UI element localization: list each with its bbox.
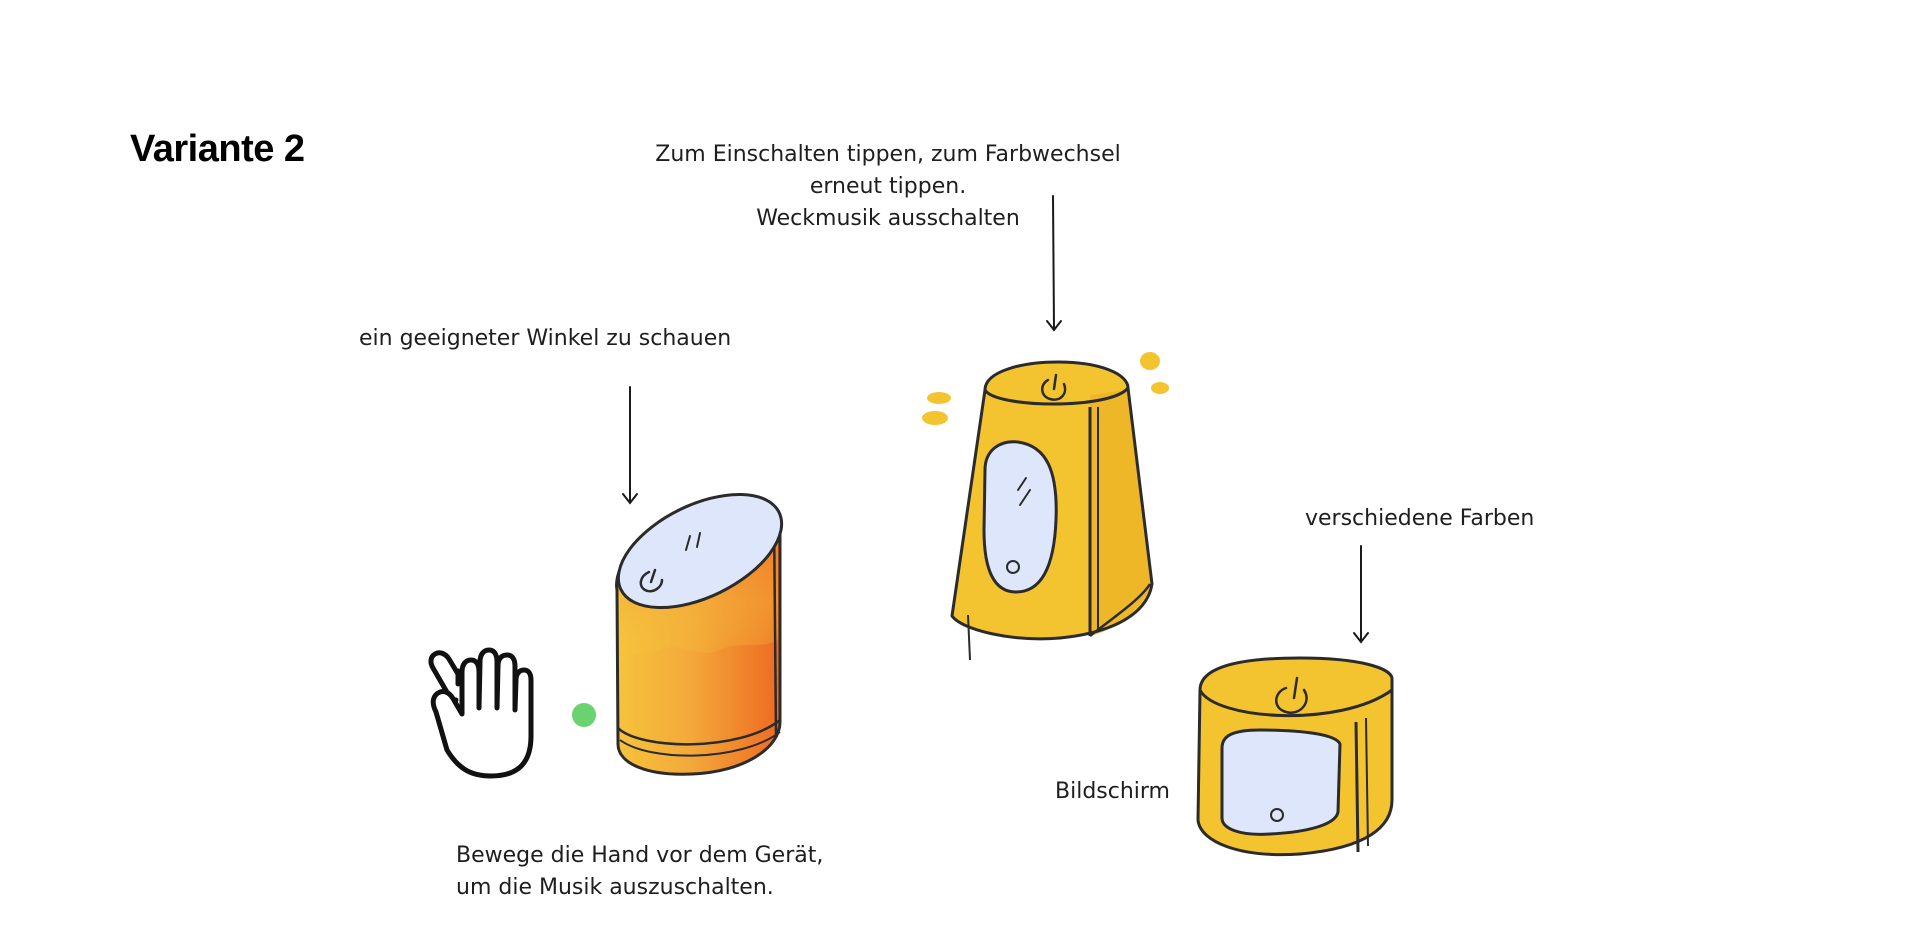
arrow-angle (622, 386, 638, 505)
hand-annotation: Bewege die Hand vor dem Gerät, um die Mu… (456, 840, 823, 904)
tower-device (922, 352, 1169, 661)
hand-annotation-line: um die Musik auszuschalten. (456, 875, 774, 900)
cube-device (1196, 656, 1394, 857)
arrow-colors (1353, 545, 1369, 644)
hand-annotation-line: Bewege die Hand vor dem Gerät, (456, 843, 824, 868)
power-icon (639, 568, 664, 593)
colors-annotation: verschiedene Farben (1305, 506, 1535, 531)
sensor-indicator (572, 703, 596, 727)
page-title: Variante 2 (130, 128, 305, 170)
screen-annotation: Bildschirm (1055, 779, 1170, 804)
arrow-top-device (1046, 195, 1062, 332)
angle-annotation: ein geeigneter Winkel zu schauen (359, 326, 732, 351)
power-icon (1041, 373, 1067, 401)
power-icon (1275, 676, 1308, 714)
tap-annotation: Zum Einschalten tippen, zum Farbwechsel … (638, 139, 1138, 235)
cylinder-device (615, 492, 784, 776)
tap-annotation-line: Weckmusik ausschalten (756, 206, 1020, 231)
tap-annotation-line: erneut tippen. (809, 174, 967, 199)
hand-icon (428, 647, 534, 779)
tap-annotation-line: Zum Einschalten tippen, zum Farbwechsel (655, 142, 1121, 167)
